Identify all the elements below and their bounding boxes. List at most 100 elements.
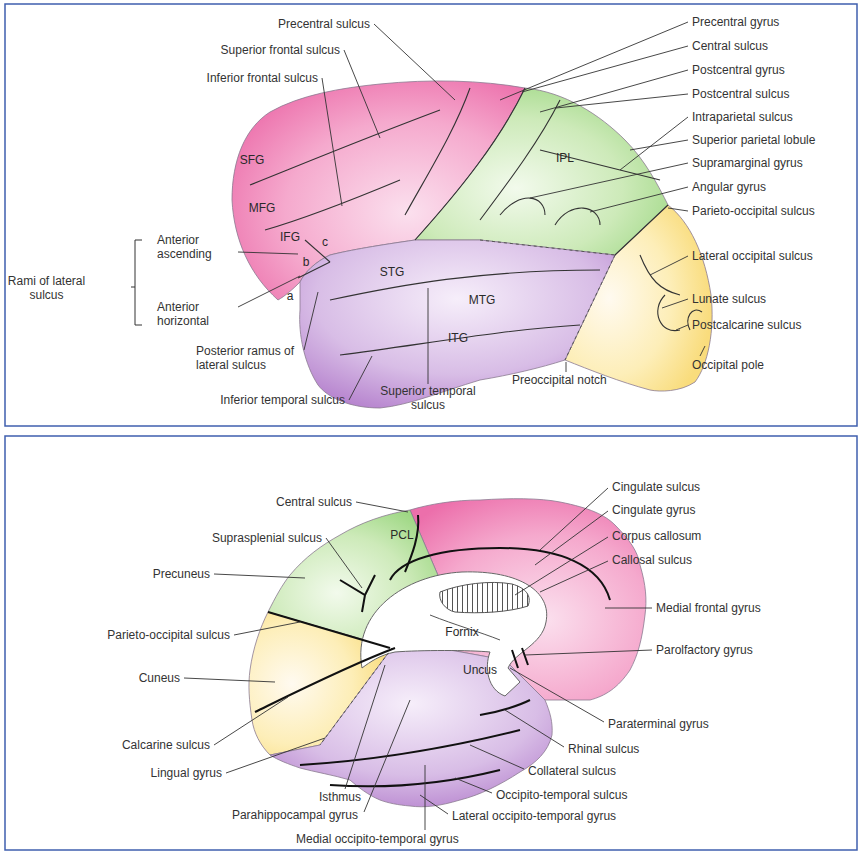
region-label: a <box>287 289 294 303</box>
anatomy-label: Lateral occipital sulcus <box>692 249 813 263</box>
anatomy-label: Rami of lateral sulcus <box>4 274 89 302</box>
anatomy-label: Superior temporal sulcus <box>380 384 476 412</box>
sulcus-line <box>512 648 528 668</box>
region-label: Uncus <box>463 663 497 677</box>
leader-line <box>556 94 688 108</box>
leader-line <box>500 22 688 100</box>
sulcus-line <box>340 325 580 355</box>
callosal-hollow <box>430 615 500 640</box>
lateral-brain <box>300 240 615 408</box>
anatomy-label: Angular gyrus <box>692 180 766 194</box>
region-label: MFG <box>249 201 276 215</box>
leader-line <box>304 292 318 350</box>
anatomy-label: Posterior ramus of lateral sulcus <box>196 344 302 372</box>
anatomy-label: Anterior horizontal <box>157 300 219 328</box>
lobe-boundary <box>320 648 392 745</box>
anatomy-label: Occipito-temporal sulcus <box>496 788 627 802</box>
leader-line <box>525 650 652 655</box>
sulcus-line <box>415 88 525 240</box>
leader-line <box>668 208 688 211</box>
leader-line <box>620 117 688 170</box>
anatomy-label: Central sulcus <box>692 39 768 53</box>
sulcus-line <box>405 88 470 215</box>
anatomy-label: Lateral occipito-temporal gyrus <box>452 809 616 823</box>
sulcus-line <box>555 208 600 225</box>
sulcus-line <box>250 88 702 355</box>
leader-line <box>650 256 688 275</box>
sulcus-line <box>300 730 520 765</box>
region-label: MTG <box>469 293 496 307</box>
sulcus-line <box>500 198 545 215</box>
lateral-brain <box>415 88 668 255</box>
leader-line <box>540 561 608 592</box>
leader-line <box>214 697 288 745</box>
leader-line <box>455 778 492 793</box>
region-label: c <box>322 235 328 249</box>
leader-line <box>238 276 300 307</box>
lobe-boundary <box>480 240 615 360</box>
anatomy-label: Parolfactory gyrus <box>656 643 753 657</box>
bracket <box>131 240 142 325</box>
panel-frame <box>5 436 857 850</box>
anatomy-label: Suprasplenial sulcus <box>212 531 322 545</box>
anatomy-label: Cuneus <box>139 671 180 685</box>
anatomy-label: Medial occipito-temporal gyrus <box>296 832 459 846</box>
sulcus-line <box>268 612 390 648</box>
leader-line <box>226 738 325 773</box>
leader-line <box>374 24 455 100</box>
leader-line <box>364 700 410 812</box>
anatomy-label: Calcarine sulcus <box>122 738 210 752</box>
sulcus-line <box>255 515 610 786</box>
region-label: IFG <box>280 230 300 244</box>
anatomy-label: Postcalcarine sulcus <box>692 318 801 332</box>
sulcus-line <box>615 205 668 255</box>
lateral-brain <box>232 81 712 408</box>
panel-frame <box>5 4 857 850</box>
leader-line <box>238 252 298 254</box>
anatomy-label: Parieto-occipital sulcus <box>692 204 815 218</box>
anatomy-label: Lunate sulcus <box>692 292 766 306</box>
anatomy-label: Precentral gyrus <box>692 15 779 29</box>
region-label: b <box>303 255 310 269</box>
sulcus-line <box>340 575 375 612</box>
lobe-boundary <box>320 648 392 745</box>
callosal-hollow <box>361 572 547 696</box>
anatomy-label: Cingulate sulcus <box>612 480 700 494</box>
lobe-boundary <box>480 240 615 255</box>
sulcus-line <box>330 270 600 300</box>
leader-line <box>349 356 372 400</box>
anatomy-label: Isthmus <box>319 790 361 804</box>
leader-line <box>505 710 564 747</box>
region-label: PCL <box>390 528 413 542</box>
anatomy-label: Inferior temporal sulcus <box>220 393 345 407</box>
anatomy-label: Occipital pole <box>692 358 764 372</box>
leader-line <box>566 362 567 372</box>
leader-line <box>356 502 408 512</box>
anatomy-label: Anterior ascending <box>157 233 219 261</box>
leader-line <box>425 765 426 830</box>
anatomy-label: Cingulate gyrus <box>612 503 695 517</box>
anatomy-label: Rhinal sulcus <box>568 742 639 756</box>
region-label: ITG <box>448 331 468 345</box>
leader-line <box>630 140 688 150</box>
leader-line <box>470 745 524 769</box>
leader-line <box>605 608 652 609</box>
leader-line <box>590 187 688 212</box>
sulcus-line <box>265 180 400 230</box>
anatomy-label: Parieto-occipital sulcus <box>107 628 230 642</box>
anatomy-label: Medial frontal gyrus <box>656 601 761 615</box>
region-label: IPL <box>556 151 574 165</box>
anatomy-label: Corpus callosum <box>612 529 701 543</box>
anatomy-label: Inferior frontal sulcus <box>207 71 318 85</box>
leader-line <box>184 22 705 830</box>
anatomy-label: Preoccipital notch <box>512 373 607 387</box>
leader-line <box>662 299 688 308</box>
leader-line <box>676 325 688 330</box>
leader-line <box>420 795 448 814</box>
leader-line <box>234 622 300 635</box>
anatomy-label: Supramarginal gyrus <box>692 156 803 170</box>
panel-frame <box>5 4 857 426</box>
sulcus-line <box>658 295 680 331</box>
sulcus-line <box>330 770 500 786</box>
